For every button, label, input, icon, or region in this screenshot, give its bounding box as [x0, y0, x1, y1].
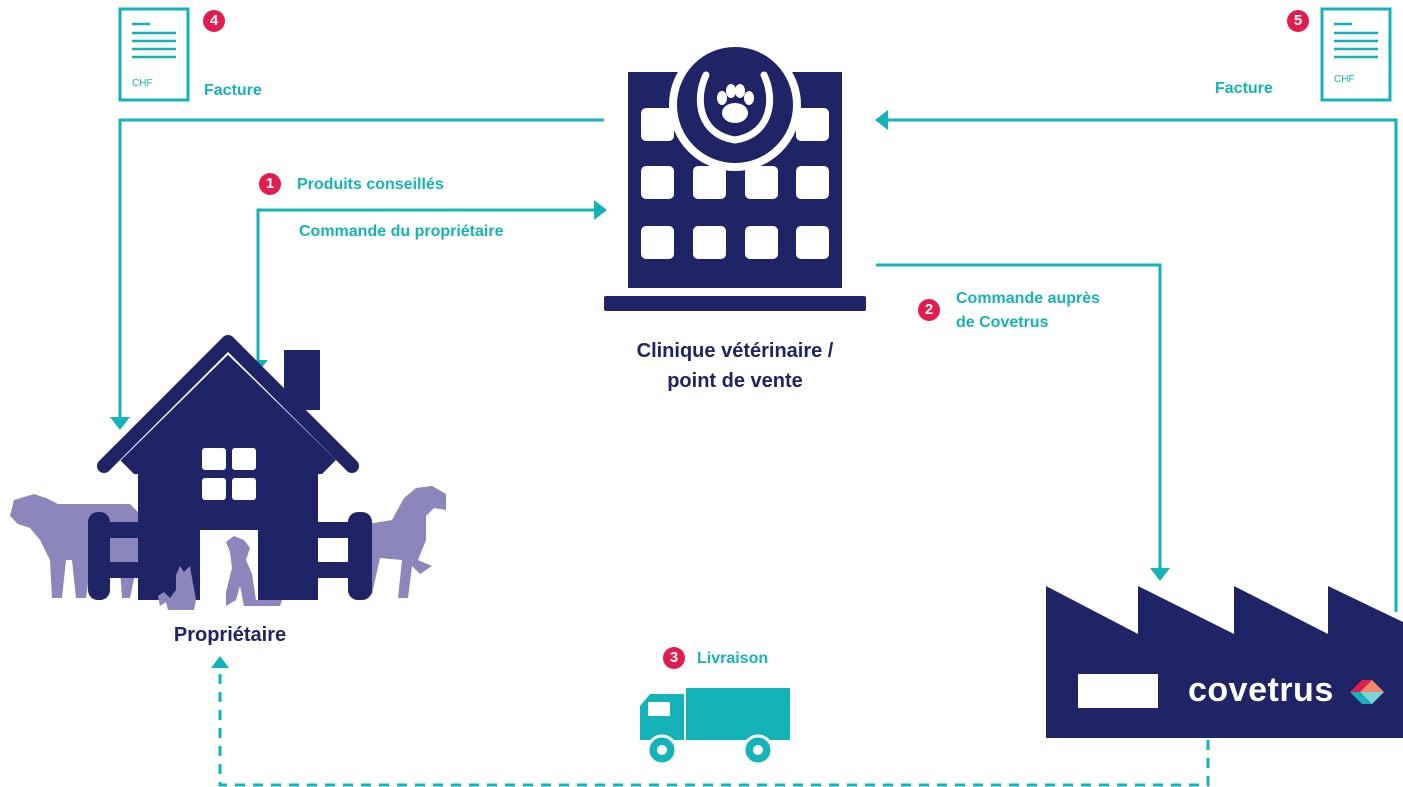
step-1-label-order: Commande du propriétaire: [299, 223, 504, 240]
dog-icon: [226, 536, 282, 606]
connector-lines: [118, 118, 1398, 787]
clinic-title-line1: Clinique vétérinaire /: [636, 340, 834, 362]
order-line-clinic-covetrus: [876, 263, 1162, 570]
step-3-label: Livraison: [697, 650, 769, 667]
step-3-badge: 3: [663, 647, 685, 669]
invoice-document-icon-left: [118, 7, 190, 102]
arrowhead-clinic-invoice: [875, 110, 888, 130]
clinic-building-icon: [604, 39, 866, 311]
step-4-badge: 4: [203, 10, 225, 32]
step-2-badge: 2: [918, 299, 940, 321]
covetrus-logo-icon: [1350, 680, 1384, 704]
clinic-title-line2: point de vente: [667, 370, 803, 392]
invoice-currency-left: CHF: [132, 78, 153, 89]
invoice-currency-right: CHF: [1334, 74, 1355, 85]
arrowhead-clinic-order: [594, 200, 607, 220]
invoice-line-to-clinic: [884, 118, 1398, 612]
step-5-badge: 5: [1287, 10, 1309, 32]
arrowhead-covetrus-order: [1150, 568, 1170, 581]
cat-icon: [158, 566, 196, 610]
arrowhead-owner-invoice: [110, 417, 130, 430]
delivery-line: [218, 668, 1210, 787]
horse-icon: [362, 486, 446, 598]
covetrus-brand: covetrus: [1188, 671, 1334, 709]
step-5-label: Facture: [1215, 80, 1273, 97]
step-1-badge: 1: [259, 173, 281, 195]
factory-icon: [1046, 586, 1403, 738]
house-with-animals-icon: [10, 335, 446, 610]
step-4-label: Facture: [204, 82, 262, 99]
cow-icon: [10, 494, 138, 598]
truck-icon: [640, 688, 790, 766]
clinic-title: Clinique vétérinaire / point de vente: [600, 336, 870, 396]
paw-icon: [717, 84, 754, 123]
invoice-document-icon-right: [1320, 7, 1392, 102]
step-2-label-line1: Commande auprès: [956, 290, 1101, 307]
owner-title: Propriétaire: [173, 624, 287, 646]
step-1-label-products: Produits conseillés: [297, 176, 444, 193]
invoice-line-to-owner: [118, 118, 604, 418]
order-line-owner-clinic: [256, 208, 596, 360]
arrowhead-owner-delivery: [211, 656, 229, 668]
step-2-label-line2: de Covetrus: [956, 314, 1049, 331]
